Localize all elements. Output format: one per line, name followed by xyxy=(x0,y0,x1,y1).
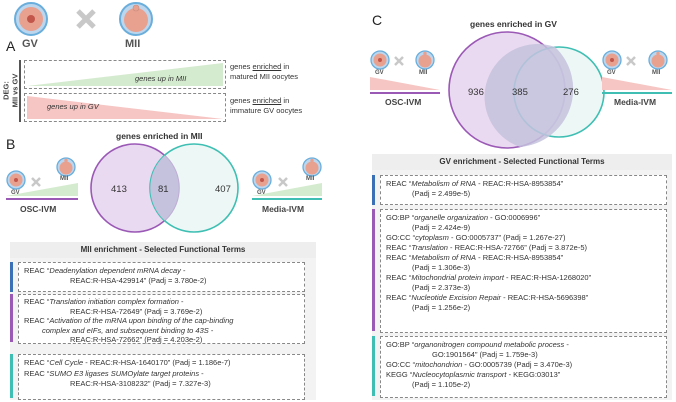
list-item: REAC “Nucleotide Excision Repair - REAC:… xyxy=(386,293,589,312)
media-ivm-line-b xyxy=(252,198,322,200)
osc-ivm-label-c: OSC-IVM xyxy=(385,97,422,107)
osc-ivm-label-b: OSC-IVM xyxy=(20,204,57,214)
venn-c-left-count: 936 xyxy=(468,87,484,98)
list-item: REAC “Translation initiation complex for… xyxy=(24,297,203,316)
media-ivm-label-b: Media-IVM xyxy=(262,204,305,214)
osc-ivm-line-c xyxy=(370,92,440,94)
list-item: REAC “Activation of the mRNA upon bindin… xyxy=(24,316,234,344)
list-item: REAC “Metabolism of RNA - REAC:R-HSA-895… xyxy=(386,253,564,272)
list-item: GO:CC “cytoplasm - GO:0005737” (Padj = 1… xyxy=(386,233,566,242)
list-item: REAC “Mitochondrial protein import - REA… xyxy=(386,273,592,292)
panel-c-letter: C xyxy=(372,12,383,28)
mini-mii-icon-b-right xyxy=(302,157,322,177)
mini-gv-label-c2: GV xyxy=(607,70,616,76)
venn-b-left-count: 413 xyxy=(111,184,127,195)
table-c-group1-bar xyxy=(372,175,375,205)
list-item: GO:CC “mitochondrion - GO:0005739 (Padj … xyxy=(386,360,573,369)
x-cross-icon xyxy=(76,9,96,29)
venn-c-right-count: 276 xyxy=(563,87,579,98)
mini-gv-icon-b-left xyxy=(6,170,26,190)
mii-wedge-box: genes up in MII xyxy=(24,60,226,89)
venn-c-overlap-count: 385 xyxy=(512,87,528,98)
list-item: REAC “Translation - REAC:R-HSA-72766” (P… xyxy=(386,243,587,252)
table-c-group1-box: REAC “Metabolism of RNA - REAC:R-HSA-895… xyxy=(380,175,667,205)
mini-x-icon-c-right xyxy=(626,56,636,66)
list-item: GO:BP “organelle organization - GO:00069… xyxy=(386,213,541,232)
venn-b-overlap-count: 81 xyxy=(158,184,169,195)
table-c-group3-box: GO:BP “organonitrogen compound metabolic… xyxy=(380,336,667,398)
media-ivm-line-c xyxy=(602,92,672,94)
mini-mii-label-c2: MII xyxy=(652,70,661,76)
table-b-group1-box: REAC “Deadenylation dependent mRNA decay… xyxy=(18,262,305,292)
up-mii-text: genes up in MII xyxy=(135,74,187,83)
venn-b-right-count: 407 xyxy=(215,184,231,195)
oocyte-gv-icon xyxy=(14,2,48,36)
mini-x-icon-b-right xyxy=(278,177,288,187)
table-c-title: GV enrichment - Selected Functional Term… xyxy=(439,157,605,166)
table-c-header: GV enrichment - Selected Functional Term… xyxy=(372,154,672,170)
wedge-c-left xyxy=(370,77,440,90)
list-item: REAC “SUMO E3 ligases SUMOylate target p… xyxy=(24,369,211,388)
gv-label: GV xyxy=(22,38,38,50)
enriched-mii-text: genes enriched in matured MII oocytes xyxy=(230,62,298,81)
table-b-group2-bar xyxy=(10,294,13,342)
wedge-b-left xyxy=(6,183,78,196)
table-b-group2-box: REAC “Translation initiation complex for… xyxy=(18,294,305,344)
enriched-gv-text: genes enriched in immature GV oocytes xyxy=(230,96,303,115)
mii-wedge xyxy=(27,63,223,86)
list-item: REAC “Deadenylation dependent mRNA decay… xyxy=(24,266,207,285)
list-item: REAC “Metabolism of RNA - REAC:R-HSA-895… xyxy=(386,179,564,198)
mini-gv-label-b: GV xyxy=(11,190,20,196)
wedge-b-right xyxy=(252,183,322,196)
mini-gv-icon-c-right xyxy=(602,50,622,70)
oocyte-mii-icon xyxy=(119,2,153,36)
list-item: KEGG “Nucleocytoplasmic transport - KEGG… xyxy=(386,370,561,389)
media-ivm-label-c: Media-IVM xyxy=(614,97,657,107)
deg-sub-label: MII vs GV xyxy=(10,73,19,108)
mii-label: MII xyxy=(125,38,141,50)
mini-mii-label-c: MII xyxy=(419,70,428,76)
gv-wedge xyxy=(27,96,223,119)
up-gv-text: genes up in GV xyxy=(47,102,99,111)
mini-mii-icon-b-left xyxy=(56,157,76,177)
mini-gv-label-c: GV xyxy=(375,70,384,76)
panel-b-letter: B xyxy=(6,136,16,152)
table-b-header: MII enrichment - Selected Functional Ter… xyxy=(10,242,316,258)
table-b-group3-box: REAC “Cell Cycle - REAC:R-HSA-1640170” (… xyxy=(18,354,305,400)
osc-ivm-line-b xyxy=(6,198,78,200)
table-b-group3-bar xyxy=(10,354,13,398)
panel-b-title: genes enriched in MII xyxy=(116,131,203,141)
venn-b xyxy=(90,143,239,233)
deg-bracket xyxy=(19,60,21,122)
mini-mii-label-b: MII xyxy=(60,176,69,182)
gv-wedge-box: genes up in GV xyxy=(24,93,226,122)
mini-mii-icon-c-right xyxy=(648,50,668,70)
mini-x-icon-c-left xyxy=(394,56,404,66)
list-item: GO:BP “organonitrogen compound metabolic… xyxy=(386,340,569,359)
deg-label-group: DEG: MII vs GV xyxy=(2,60,20,122)
mini-x-icon-b-left xyxy=(31,177,41,187)
table-c-group2-box: GO:BP “organelle organization - GO:00069… xyxy=(380,209,667,333)
panel-c-title: genes enriched in GV xyxy=(470,19,557,29)
panel-a-letter: A xyxy=(6,38,16,54)
mini-mii-icon-c-left xyxy=(415,50,435,70)
mini-gv-label-b2: GV xyxy=(257,190,266,196)
table-b-group1-bar xyxy=(10,262,13,292)
list-item: REAC “Cell Cycle - REAC:R-HSA-1640170” (… xyxy=(24,358,231,367)
wedge-c-right xyxy=(602,77,672,90)
mini-gv-icon-c-left xyxy=(370,50,390,70)
mini-mii-label-b2: MII xyxy=(306,176,315,182)
mini-gv-icon-b-right xyxy=(252,170,272,190)
table-c-group3-bar xyxy=(372,336,375,396)
table-c-group2-bar xyxy=(372,209,375,331)
table-b-title: MII enrichment - Selected Functional Ter… xyxy=(80,245,246,254)
